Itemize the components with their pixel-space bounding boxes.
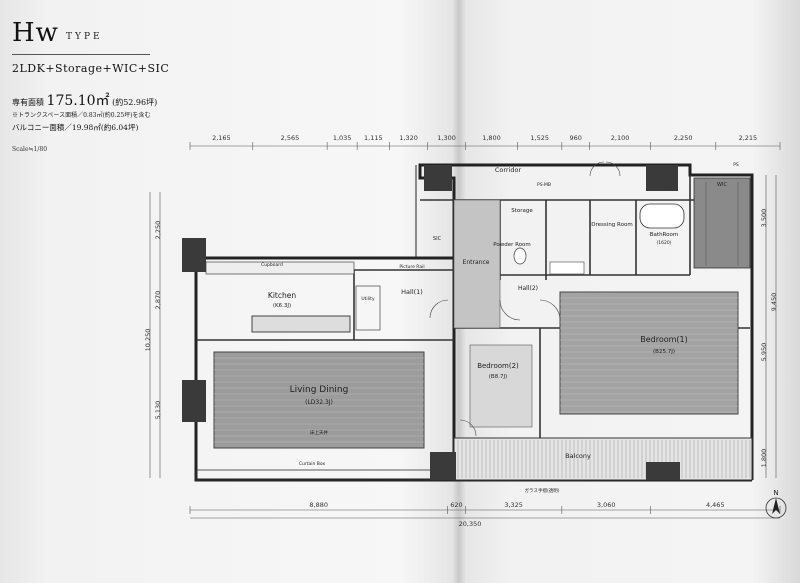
dim-top-4: 1,320 xyxy=(399,134,418,142)
area-row: 専有面積 175.10㎡ (約52.96坪) xyxy=(12,90,157,110)
dim-top-5: 1,300 xyxy=(437,134,456,142)
room-living: Living Dining xyxy=(290,385,349,395)
dimension-ticks-top xyxy=(189,142,781,150)
label-utility: Utility xyxy=(361,296,375,302)
room-entrance: Entrance xyxy=(463,259,490,266)
room-bedroom1: Bedroom(1) xyxy=(640,335,688,344)
dim-top-2: 1,035 xyxy=(333,134,352,142)
structural-columns xyxy=(182,165,680,480)
label-cupboard: Cupboard xyxy=(261,262,283,268)
dim-top-9: 2,100 xyxy=(611,134,630,142)
room-balcony: Balcony xyxy=(565,452,591,460)
living-floor-lines xyxy=(214,357,424,443)
dim-right-0: 3,500 xyxy=(760,209,768,228)
type-word: TYPE xyxy=(66,32,103,42)
dim-left-3: 5,130 xyxy=(154,401,162,420)
label-ps: PS xyxy=(733,162,739,168)
toilet xyxy=(513,247,527,265)
layout-name: 2LDK+Storage+WIC+SIC xyxy=(12,62,170,75)
room-powder: Powder Room xyxy=(493,242,531,248)
trunk-note: ※トランクスペース面積／0.83㎡(約0.25坪)を含む xyxy=(12,112,151,119)
dim-top-0: 2,165 xyxy=(212,134,231,142)
room-bath-size: (1620) xyxy=(657,240,672,246)
kitchen-island xyxy=(251,315,351,333)
door-swings xyxy=(429,161,621,437)
room-bath: BathRoom xyxy=(650,232,678,238)
room-living-size: (LD32.3J) xyxy=(305,399,333,406)
room-bedroom1-size: (B25.7J) xyxy=(653,349,675,355)
dim-left-1: 2,870 xyxy=(154,291,162,310)
dim-right-1: 9,450 xyxy=(770,293,778,312)
label-picture-rail: Picture Rail xyxy=(399,264,424,270)
room-kitchen: Kitchen xyxy=(268,291,296,300)
label-curtain-box: Curtain Box xyxy=(299,461,326,467)
dim-top-3: 1,115 xyxy=(364,134,383,142)
wic-shelving xyxy=(693,177,751,269)
room-hall2: Hall(2) xyxy=(518,285,538,292)
dim-bottom-3: 3,060 xyxy=(597,501,616,509)
dim-bottom-4: 4,465 xyxy=(706,501,725,509)
dim-right-3: 1,800 xyxy=(760,449,768,468)
room-bedroom2-size: (B8.7J) xyxy=(489,374,507,380)
dim-bottom-1: 620 xyxy=(450,501,462,509)
area-label: 専有面積 xyxy=(12,98,44,107)
room-corridor: Corridor xyxy=(495,166,522,174)
balcony-area: バルコニー面積／19.98㎡(約6.04坪) xyxy=(12,123,139,132)
dim-left-2: 10,250 xyxy=(144,329,152,352)
dimension-labels-top: 2,165 2,565 1,035 1,115 1,320 1,300 1,800 1,525… xyxy=(212,134,757,142)
type-letter: Hw xyxy=(12,18,59,48)
room-wic: WIC xyxy=(717,182,727,188)
dim-bottom-2: 3,325 xyxy=(504,501,523,509)
entrance-floor xyxy=(453,199,501,329)
area-tsubo: (約52.96坪) xyxy=(112,98,158,107)
room-sic: SIC xyxy=(433,236,442,242)
sink-counter xyxy=(549,261,585,275)
dim-right-2: 5,950 xyxy=(760,343,768,362)
north-arrow-icon: N xyxy=(765,489,787,519)
north-label: N xyxy=(773,489,778,497)
dim-top-6: 1,800 xyxy=(482,134,501,142)
room-hall1: Hall(1) xyxy=(401,288,423,296)
utility-unit xyxy=(355,285,381,331)
balcony-area-shape xyxy=(453,437,753,481)
dim-top-1: 2,565 xyxy=(281,134,300,142)
label-ps-mb: PS·MB xyxy=(537,182,551,188)
room-bedroom2: Bedroom(2) xyxy=(477,362,519,370)
label-glass-rail: ガラス手摺(透明) xyxy=(525,487,560,494)
bathtub xyxy=(639,203,685,229)
dim-top-8: 960 xyxy=(570,134,582,142)
dim-top-7: 1,525 xyxy=(530,134,549,142)
dimension-labels-bottom: 8,880 620 3,325 3,060 4,465 xyxy=(189,501,781,514)
dim-bottom-0: 8,880 xyxy=(309,501,328,509)
label-ceiling-note: 床上天井 xyxy=(310,429,328,436)
title-rule xyxy=(12,54,150,55)
dim-total: 20,350 xyxy=(459,520,482,528)
room-kitchen-size: (K6.3J) xyxy=(273,303,291,309)
bedroom2-floor xyxy=(469,344,533,428)
area-value: 175.10㎡ xyxy=(46,93,110,109)
room-storage: Storage xyxy=(511,208,533,214)
scale-note: Scale≒1/80 xyxy=(12,146,48,153)
dim-top-11: 2,215 xyxy=(739,134,758,142)
bedroom1-floor xyxy=(559,291,739,415)
room-dressing: Dressing Room xyxy=(591,222,632,228)
dimension-lines xyxy=(149,145,780,519)
dim-top-10: 2,250 xyxy=(674,134,693,142)
dim-left-0: 2,250 xyxy=(154,221,162,240)
wic-shelf-lines xyxy=(705,182,739,266)
bedroom1-floor-lines xyxy=(560,297,738,413)
